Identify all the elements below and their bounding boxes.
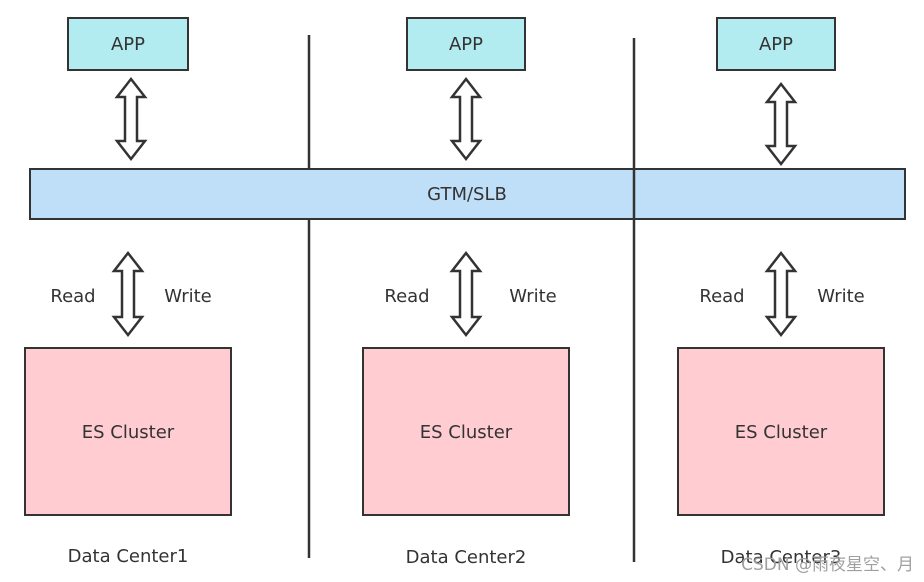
app-box-2 [406,17,526,71]
read-label-1: Read [50,286,95,307]
app-label-2: APP [449,34,483,55]
app-box-3 [716,17,836,71]
app-label-1: APP [111,34,145,55]
write-label-2: Write [509,286,557,307]
cluster-box-2 [362,347,570,516]
cluster-box-3 [677,347,885,516]
gateway-label: GTM/SLB [427,184,507,205]
app-box-1 [67,17,189,71]
data-center-label-2: Data Center2 [406,547,527,568]
data-center-2: APP Read Write ES Cluster Data Center2 [362,17,570,568]
read-write-arrow-3-icon [765,251,797,337]
gateway-box [29,168,906,220]
read-write-arrow-2-icon [450,251,482,337]
read-label-3: Read [699,286,744,307]
cluster-label-1: ES Cluster [82,422,175,443]
write-label-1: Write [164,286,212,307]
cluster-box-1 [24,347,232,516]
gateway-bar: GTM/SLB [29,168,906,220]
data-center-3: APP Read Write ES Cluster Data Center3 [677,17,885,568]
data-center-label-3: Data Center3 [721,547,842,568]
data-center-label-1: Data Center1 [68,546,189,567]
read-write-arrow-1-icon [112,251,144,337]
read-label-2: Read [384,286,429,307]
app-gateway-arrow-1-icon [115,77,147,161]
data-center-1: APP Read Write ES Cluster Data Center1 [24,17,232,567]
app-label-3: APP [759,34,793,55]
cluster-label-2: ES Cluster [420,422,513,443]
watermark-text: CSDN @雨夜星空、月 [741,555,914,575]
app-gateway-arrow-2-icon [450,77,482,161]
app-gateway-arrow-3-icon [765,82,797,166]
cluster-label-3: ES Cluster [735,422,828,443]
write-label-3: Write [817,286,865,307]
